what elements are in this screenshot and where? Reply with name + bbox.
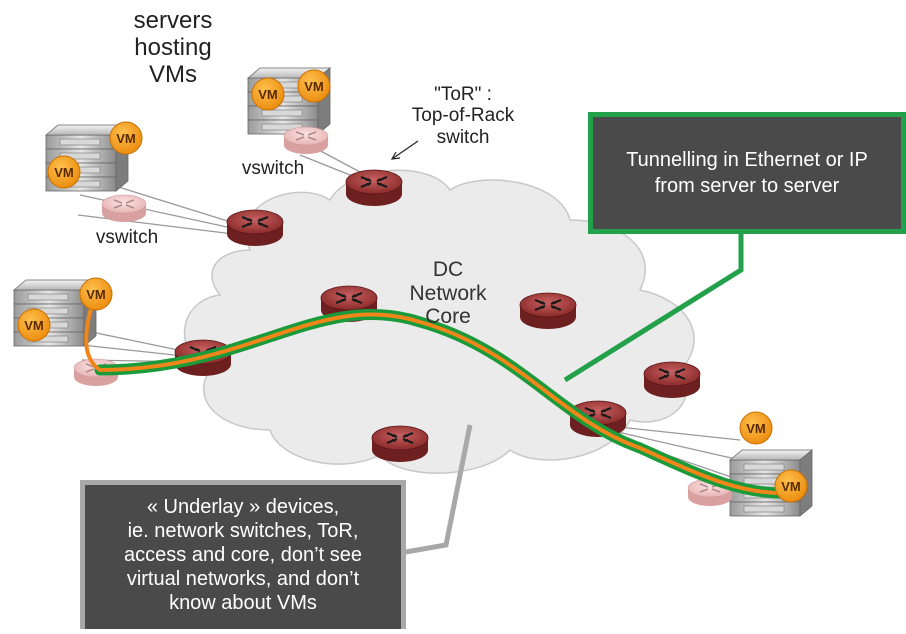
vm-icon: VM <box>109 121 143 155</box>
svg-text:VM: VM <box>781 479 801 494</box>
vm-icon: VM <box>79 277 113 311</box>
vswitch-icon <box>283 126 329 155</box>
tor-router-icon <box>344 168 404 208</box>
vm-icon: VM <box>739 411 773 445</box>
vm-icon: VM <box>251 77 285 111</box>
vm-icon: VM <box>17 308 51 342</box>
router-icon <box>225 208 285 248</box>
vm-icon: VM <box>47 155 81 189</box>
router-icon <box>518 291 578 331</box>
router-icon <box>642 360 702 400</box>
svg-text:VM: VM <box>304 79 324 94</box>
svg-text:VM: VM <box>746 421 766 436</box>
vswitch-icon <box>101 194 147 223</box>
vswitch-label: vswitch <box>95 227 159 248</box>
dc-network-core-label: DC Network Core <box>409 258 487 329</box>
svg-text:VM: VM <box>86 287 106 302</box>
svg-text:VM: VM <box>24 318 44 333</box>
router-icon <box>370 424 430 464</box>
svg-text:VM: VM <box>258 87 278 102</box>
vm-icon: VM <box>297 69 331 103</box>
svg-text:VM: VM <box>116 131 136 146</box>
underlay-pointer-line <box>399 424 473 556</box>
vm-icon: VM <box>774 469 808 503</box>
vswitch-label: vswitch <box>241 158 305 179</box>
tunnelling-callout: Tunnelling in Ethernet or IP from server… <box>588 112 906 234</box>
dc-network-core-cloud <box>183 169 695 474</box>
tor-label: "ToR" : Top-of-Rack switch <box>411 84 515 148</box>
servers-hosting-vms-label: servers hosting VMs <box>133 7 213 88</box>
svg-text:VM: VM <box>54 165 74 180</box>
tor-pointer-arrow <box>390 140 419 160</box>
tunnelling-pointer-line <box>563 232 744 383</box>
underlay-callout: « Underlay » devices, ie. network switch… <box>80 480 406 629</box>
